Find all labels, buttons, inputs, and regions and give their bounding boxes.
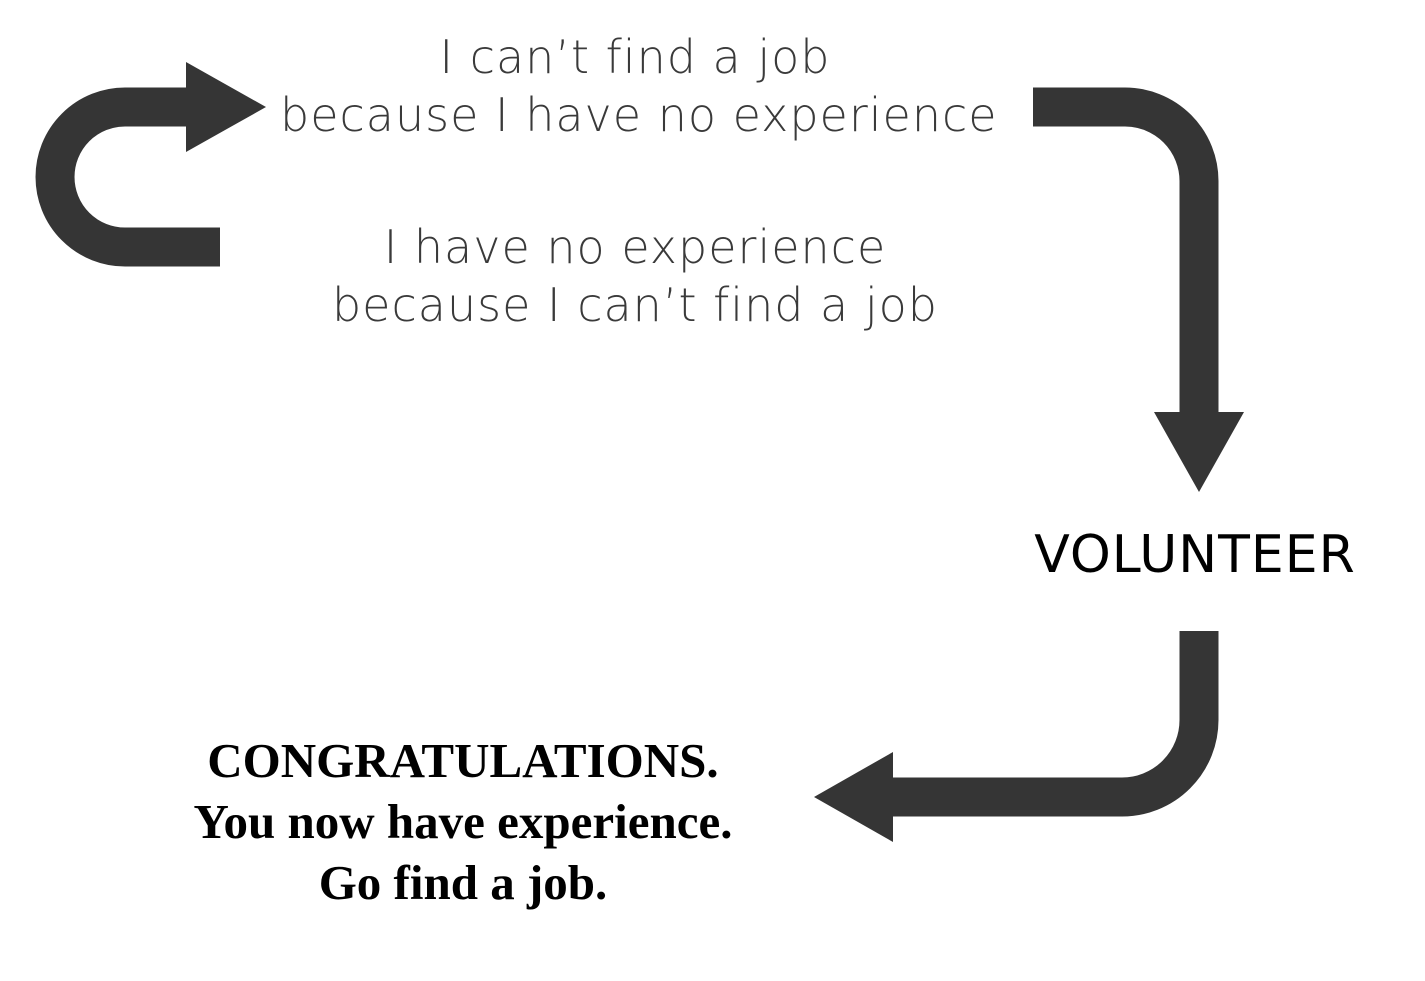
curved-right-arrow-icon [35, 62, 266, 267]
loop-statement-1: I can’t find a job because I have no exp… [280, 28, 998, 144]
loop-statement-2-line-2: because I can’t find a job [331, 278, 938, 332]
loop-statement-2-line-1: I have no experience [383, 220, 887, 274]
volunteer-label: VOLUNTEER [1034, 525, 1356, 585]
result-message: CONGRATULATIONS. You now have experience… [130, 730, 796, 913]
result-line-1: CONGRATULATIONS. [207, 733, 719, 788]
loop-statement-2: I have no experience because I can’t fin… [280, 218, 990, 334]
curved-left-arrow-icon [814, 631, 1219, 842]
curved-down-arrow-icon [1033, 87, 1244, 492]
loop-statement-1-line-2: because I have no experience [280, 88, 998, 142]
result-line-2: You now have experience. [193, 794, 733, 849]
loop-statement-1-line-1: I can’t find a job [439, 30, 831, 84]
result-line-3: Go find a job. [318, 855, 608, 910]
